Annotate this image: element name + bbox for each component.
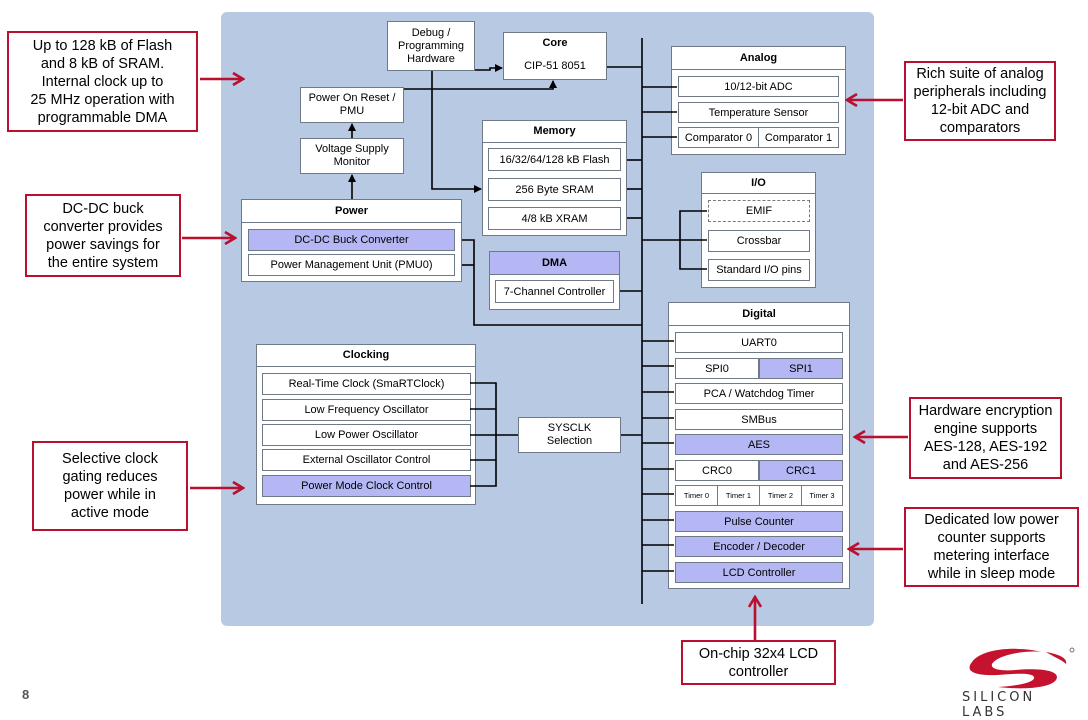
core-block: Core CIP-51 8051 [503,32,607,80]
callout-clock-gating: Selective clock gating reduces power whi… [32,441,188,531]
io-standard-pins: Standard I/O pins [708,259,810,281]
core-title: Core [504,33,606,54]
analog-comparator-0: Comparator 0 [678,127,759,148]
power-block: Power DC-DC Buck Converter Power Managem… [241,199,462,282]
digital-block: Digital UART0 SPI0 SPI1 PCA / Watchdog T… [668,302,850,589]
io-title: I/O [702,173,815,194]
debug-programming-hardware-block: Debug / Programming Hardware [387,21,475,71]
digital-timer-1: Timer 1 [717,485,760,506]
digital-spi1: SPI1 [759,358,843,379]
dcdc-buck-converter: DC-DC Buck Converter [248,229,455,251]
digital-timer-3: Timer 3 [801,485,843,506]
callout-analog: Rich suite of analog peripherals includi… [904,61,1056,141]
clocking-block: Clocking Real-Time Clock (SmaRTClock) Lo… [256,344,476,505]
analog-adc: 10/12-bit ADC [678,76,839,97]
page-number: 8 [22,687,30,702]
analog-temp-sensor: Temperature Sensor [678,102,839,123]
memory-flash: 16/32/64/128 kB Flash [488,148,621,171]
memory-sram: 256 Byte SRAM [488,178,621,201]
memory-xram: 4/8 kB XRAM [488,207,621,230]
power-title: Power [242,200,461,223]
clock-lpo: Low Power Oscillator [262,424,471,446]
digital-uart0: UART0 [675,332,843,353]
memory-title: Memory [483,121,626,143]
analog-block: Analog 10/12-bit ADC Temperature Sensor … [671,46,846,155]
callout-low-power-counter: Dedicated low power counter supports met… [904,507,1079,587]
digital-pca-watchdog: PCA / Watchdog Timer [675,383,843,404]
callout-dcdc: DC-DC buck converter provides power savi… [25,194,181,277]
pmu0-cell: Power Management Unit (PMU0) [248,254,455,276]
digital-lcd-controller: LCD Controller [675,562,843,583]
dma-title: DMA [490,252,619,275]
digital-title: Digital [669,303,849,326]
analog-comparator-1: Comparator 1 [758,127,839,148]
clocking-title: Clocking [257,345,475,367]
digital-spi0: SPI0 [675,358,759,379]
digital-pulse-counter: Pulse Counter [675,511,843,532]
digital-encoder-decoder: Encoder / Decoder [675,536,843,557]
clock-power-mode-control: Power Mode Clock Control [262,475,471,497]
io-emif: EMIF [708,200,810,222]
digital-timer-0: Timer 0 [675,485,718,506]
power-on-reset-block: Power On Reset / PMU [300,87,404,123]
memory-block: Memory 16/32/64/128 kB Flash 256 Byte SR… [482,120,627,236]
io-crossbar: Crossbar [708,230,810,252]
digital-timer-2: Timer 2 [759,485,802,506]
dma-block: DMA 7-Channel Controller [489,251,620,310]
clock-external-osc: External Oscillator Control [262,449,471,471]
io-block: I/O EMIF Crossbar Standard I/O pins [701,172,816,288]
sysclk-selection-block: SYSCLK Selection [518,417,621,453]
callout-lcd: On-chip 32x4 LCD controller [681,640,836,685]
analog-title: Analog [672,47,845,70]
callout-encryption: Hardware encryption engine supports AES-… [909,397,1062,479]
voltage-supply-monitor-block: Voltage Supply Monitor [300,138,404,174]
dma-7-channel-controller: 7-Channel Controller [495,280,614,303]
clock-rtc: Real-Time Clock (SmaRTClock) [262,373,471,395]
callout-flash-sram: Up to 128 kB of Flash and 8 kB of SRAM. … [7,31,198,132]
silicon-labs-logo-icon [969,647,1075,689]
digital-crc1: CRC1 [759,460,843,481]
cip51-cell: CIP-51 8051 [504,53,606,79]
digital-smbus: SMBus [675,409,843,430]
digital-aes: AES [675,434,843,455]
clock-lfo: Low Frequency Oscillator [262,399,471,421]
digital-crc0: CRC0 [675,460,759,481]
silicon-labs-logo-text: SILICON LABS [962,690,1036,720]
